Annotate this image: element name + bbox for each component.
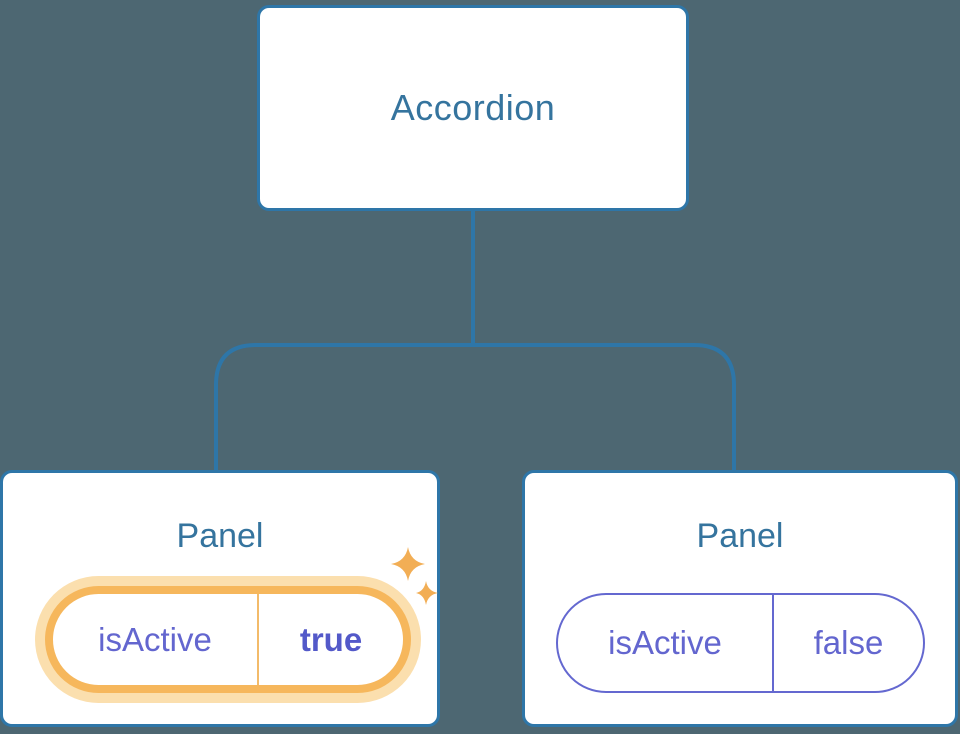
state-pill-inactive: isActive false: [556, 593, 925, 693]
state-value: true: [299, 620, 363, 658]
state-prop-label: isActive: [98, 620, 212, 658]
panel-title: Panel: [176, 517, 264, 555]
pill-divider: [772, 595, 774, 691]
pill-divider: [257, 594, 259, 685]
state-prop-label: isActive: [608, 624, 722, 661]
accordion-label: Accordion: [390, 87, 556, 128]
state-pill-active: isActive true: [45, 586, 411, 693]
accordion-node: Accordion: [257, 5, 689, 211]
panel-node-inactive: Panel isActive false: [522, 470, 958, 727]
sparkles-icon: [391, 547, 438, 605]
panel-node-active: Panel isActive true: [0, 470, 440, 727]
panel-title: Panel: [696, 517, 784, 555]
state-value: false: [813, 624, 884, 661]
